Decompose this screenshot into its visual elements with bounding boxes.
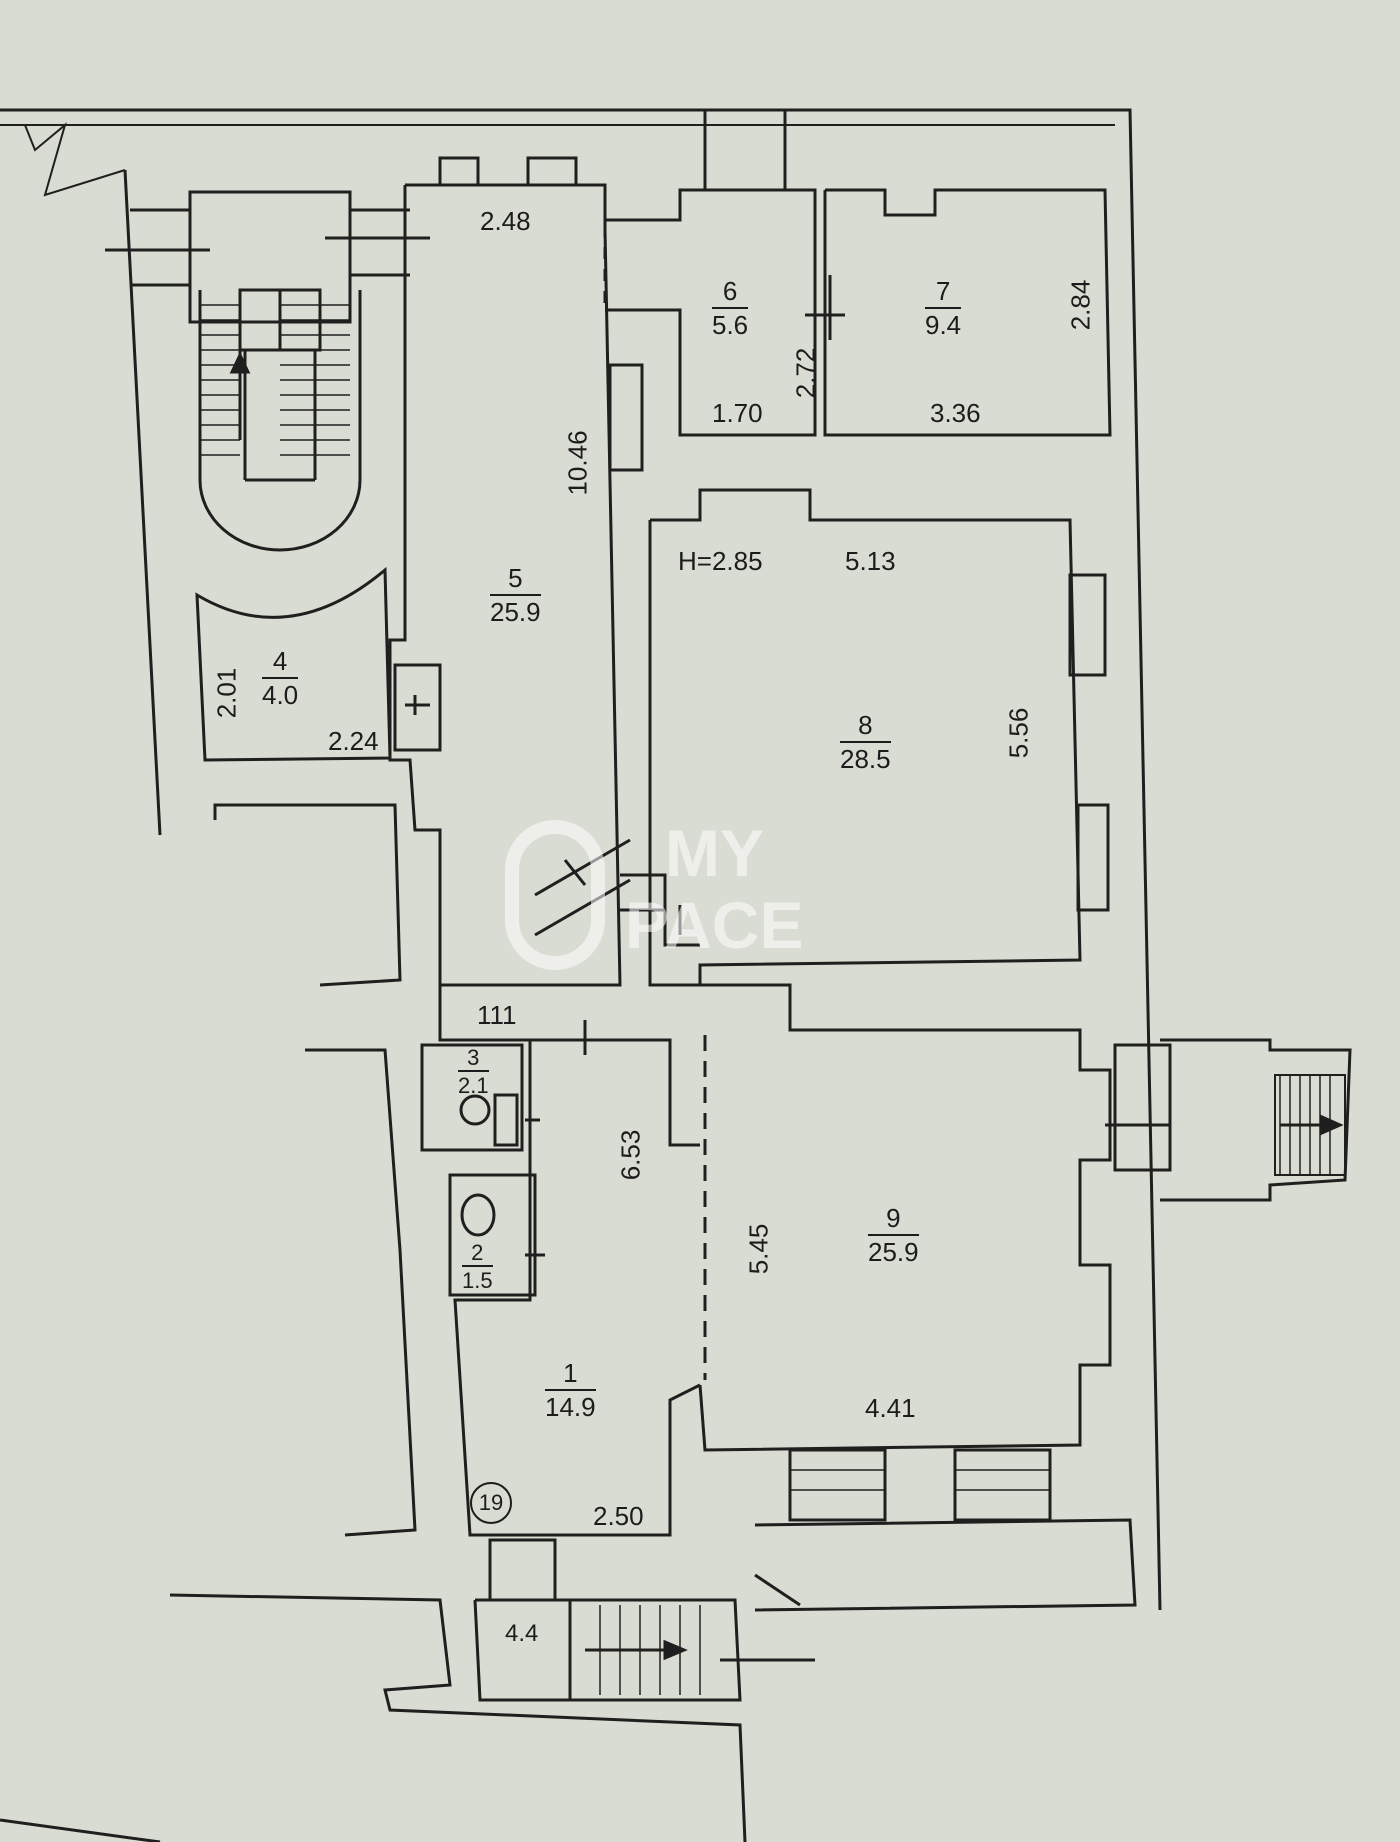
dim-room5-width: 2.48 — [480, 206, 531, 236]
room-1-label: 1 14.9 — [545, 1360, 596, 1420]
watermark-line2: PACE — [625, 888, 804, 962]
dim-room7-length: 2.84 — [1065, 279, 1096, 331]
dim-room6-length: 2.72 — [790, 347, 821, 399]
dim-room8-ceiling: H=2.85 — [678, 546, 763, 576]
room-2-label: 2 1.5 — [462, 1242, 493, 1292]
room-1-area: 14.9 — [545, 1392, 596, 1422]
unit-number-badge: 19 — [470, 1482, 512, 1524]
watermark-circle-logo — [505, 820, 605, 970]
room-2-area: 1.5 — [462, 1268, 493, 1293]
stairwell-top-left — [105, 190, 430, 552]
room-6-number: 6 — [712, 278, 749, 309]
room-5-outline — [388, 156, 817, 987]
room-6-label: 6 5.6 — [712, 278, 749, 340]
watermark: MY PACE — [505, 816, 804, 970]
entrance-area: 4.4 — [505, 1620, 539, 1647]
dim-room1-length: 6.53 — [615, 1129, 646, 1181]
dim-room5-length: 10.46 — [562, 430, 593, 496]
dim-room7-width: 3.36 — [930, 398, 981, 428]
dim-room9-width: 4.41 — [865, 1393, 916, 1423]
neighbour-walls — [0, 803, 747, 1842]
room-9-outline — [698, 983, 1352, 1522]
room-3-number: 3 — [458, 1047, 489, 1072]
room-9-number: 9 — [868, 1205, 919, 1236]
room-3-label: 3 2.1 — [458, 1047, 489, 1097]
room-8-label: 8 28.5 — [840, 712, 891, 772]
room-4-number: 4 — [262, 648, 299, 679]
room-5-area: 25.9 — [490, 597, 541, 627]
outer-walls — [0, 108, 1162, 1611]
watermark-line1: MY — [665, 816, 764, 890]
room-7-area: 9.4 — [925, 310, 962, 340]
rooms-6-7-outline — [703, 110, 1112, 437]
dim-room8-width: 5.13 — [845, 546, 896, 576]
dim-room4-height: 2.01 — [211, 667, 242, 719]
room-3-area: 2.1 — [458, 1073, 489, 1098]
room-4-label: 4 4.0 — [262, 648, 299, 710]
dim-room1-width: 2.50 — [593, 1501, 644, 1531]
room-9-area: 25.9 — [868, 1237, 919, 1267]
room-8-area: 28.5 — [840, 744, 891, 774]
room-2-number: 2 — [462, 1242, 493, 1267]
dim-room6-width: 1.70 — [712, 398, 763, 428]
entrance-stairs — [473, 1518, 1137, 1702]
dim-room9-length: 5.45 — [743, 1223, 774, 1275]
room-7-label: 7 9.4 — [925, 278, 962, 340]
room-5-number: 5 — [490, 565, 541, 596]
room-4-area: 4.0 — [262, 680, 299, 710]
room-8-number: 8 — [840, 712, 891, 743]
room-1-outline — [420, 985, 701, 1537]
room-7-number: 7 — [925, 278, 962, 309]
room-4-outline — [195, 566, 392, 762]
room-5-label: 5 25.9 — [490, 565, 541, 625]
dim-room4-width: 2.24 — [328, 726, 379, 756]
room-1-number: 1 — [545, 1360, 596, 1391]
room-9-label: 9 25.9 — [868, 1205, 919, 1265]
dim-room8-length: 5.56 — [1003, 707, 1034, 759]
corridor-label: 111 — [477, 1000, 517, 1030]
room-6-area: 5.6 — [712, 310, 749, 340]
